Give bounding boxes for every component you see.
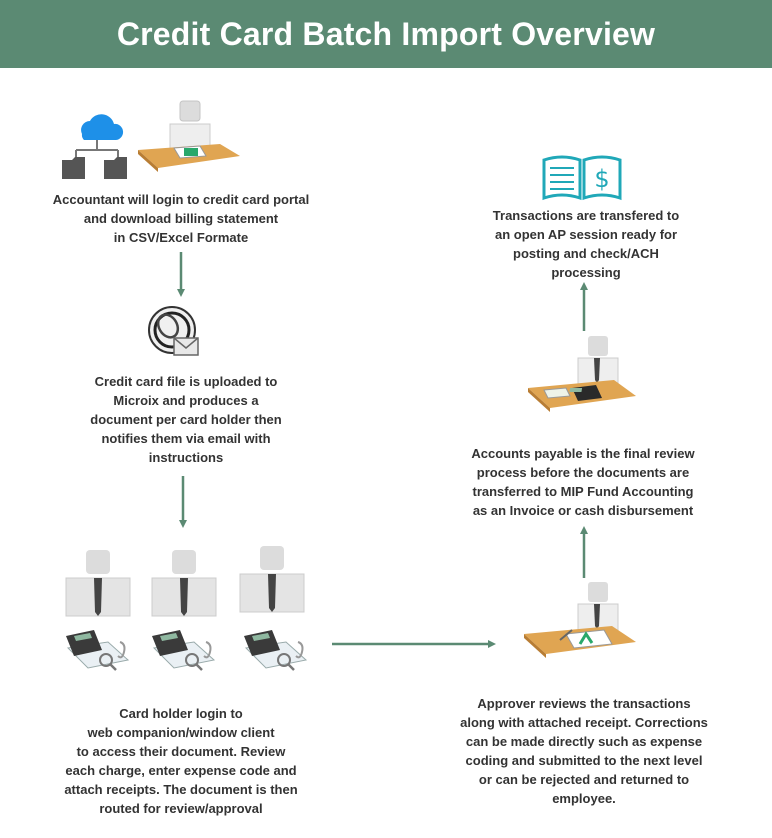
calculator-receipt-icon <box>66 630 130 671</box>
approver-desk-icon <box>524 582 636 658</box>
step-ap-review-text: Accounts payable is the final review pro… <box>471 446 695 518</box>
microix-email-icon <box>148 306 199 356</box>
step-cardholder-text: Card holder login to web companion/windo… <box>64 706 298 816</box>
cardholder-person-icon <box>239 546 305 613</box>
calculator-receipt-icon <box>244 630 308 671</box>
cloud-folders-icon <box>62 114 127 179</box>
accounts-payable-desk-icon <box>528 336 636 412</box>
step-upload-text: Credit card file is uploaded to Microix … <box>90 374 282 465</box>
svg-text:$: $ <box>594 165 609 193</box>
cardholder-person-icon <box>151 550 217 617</box>
calculator-receipt-icon <box>152 630 216 671</box>
page-title: Credit Card Batch Import Overview <box>116 15 656 52</box>
cardholder-person-icon <box>65 550 131 617</box>
step-download-text: Accountant will login to credit card por… <box>52 192 310 245</box>
step-ap-session-text: Transactions are transfered to an open A… <box>492 208 680 280</box>
page-header: Credit Card Batch Import Overview <box>0 0 772 68</box>
accountant-desk-icon <box>138 100 240 172</box>
step-approver-text: Approver reviews the transactions along … <box>460 696 708 806</box>
ledger-book-icon: $ <box>542 155 622 201</box>
